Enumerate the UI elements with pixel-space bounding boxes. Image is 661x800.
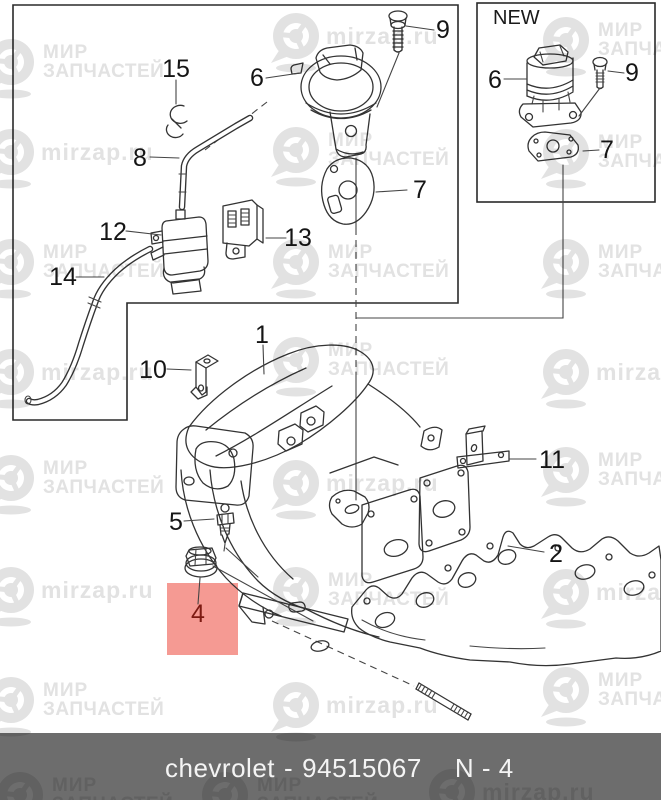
svg-text:МИР: МИР	[43, 42, 88, 63]
svg-text:ЗАПЧАСТЕЙ: ЗАПЧАСТЕЙ	[598, 38, 661, 60]
svg-text:ЗАПЧАСТЕЙ: ЗАПЧАСТЕЙ	[43, 260, 164, 282]
footer-sheet-number: N - 4	[454, 753, 514, 783]
svg-text:mirzap.ru: mirzap.ru	[41, 577, 154, 603]
svg-text:МИР: МИР	[598, 242, 643, 263]
part-15-clip	[165, 104, 188, 139]
svg-text:МИР: МИР	[598, 20, 643, 41]
svg-text:mirzap.ru: mirzap.ru	[41, 139, 154, 165]
svg-text:mirzap.ru: mirzap.ru	[41, 359, 154, 385]
callout-13: 13	[284, 224, 312, 252]
svg-text:МИР: МИР	[598, 670, 643, 691]
callout-1: 1	[255, 321, 269, 349]
svg-text:МИР: МИР	[598, 132, 643, 153]
svg-text:ЗАПЧАСТЕЙ: ЗАПЧАСТЕЙ	[43, 60, 164, 82]
callout-12: 12	[99, 218, 127, 246]
callout-14: 14	[49, 263, 77, 291]
new-gasket	[527, 131, 579, 162]
callout-9: 9	[436, 16, 450, 44]
part-10-bracket	[190, 354, 219, 400]
callout-2: 2	[549, 540, 563, 568]
svg-text:mirzap.ru: mirzap.ru	[596, 579, 661, 605]
svg-text:МИР: МИР	[43, 458, 88, 479]
svg-text:ЗАПЧАСТЕЙ: ЗАПЧАСТЕЙ	[598, 468, 661, 490]
part-7-egr-gasket	[320, 157, 375, 225]
footer-separator: -	[284, 753, 294, 783]
part-6-egr-valve	[290, 44, 382, 158]
part-2-manifold-gasket	[351, 530, 661, 667]
svg-text:МИР: МИР	[328, 570, 373, 591]
callout-new-6: 6	[488, 66, 502, 94]
callout-8: 8	[133, 144, 147, 172]
callout-5: 5	[169, 508, 183, 536]
part-5-sensor	[216, 503, 259, 578]
callout-6: 6	[250, 64, 264, 92]
svg-text:ЗАПЧАСТЕЙ: ЗАПЧАСТЕЙ	[328, 148, 449, 170]
svg-text:ЗАПЧАСТЕЙ: ЗАПЧАСТЕЙ	[328, 588, 449, 610]
main-frame-box	[12, 4, 459, 421]
svg-text:МИР: МИР	[598, 450, 643, 471]
callout-7: 7	[413, 176, 427, 204]
new-egr-valve	[518, 44, 582, 128]
part-1-intake-manifold	[175, 344, 471, 652]
svg-text:mirzap.ru: mirzap.ru	[326, 23, 439, 49]
part-14-vacuum-hose	[24, 245, 154, 406]
assembly-routing-lines	[204, 101, 564, 687]
new-frame-box	[476, 2, 656, 203]
new-box-title: NEW	[493, 7, 540, 29]
callout-4-highlighted: 4	[191, 600, 205, 628]
part-4-nut	[184, 546, 314, 622]
callout-15: 15	[162, 55, 190, 83]
part-11-bracket	[456, 425, 510, 469]
svg-text:mirzap.ru: mirzap.ru	[326, 470, 439, 496]
svg-text:ЗАПЧАСТЕЙ: ЗАПЧАСТЕЙ	[598, 260, 661, 282]
watermark-tiles: МИРЗАПЧАСТЕЙmirzap.ruМИРЗАПЧАСТЕЙmirzap.…	[0, 13, 661, 800]
part-9-bolt	[376, 10, 408, 108]
callout-11: 11	[539, 446, 565, 474]
highlight-box-part-4	[167, 583, 238, 655]
new-bolt	[578, 56, 608, 117]
footer-brand: chevrolet	[165, 753, 275, 783]
part-8-vacuum-pipe	[178, 114, 254, 211]
svg-text:mirzap.ru: mirzap.ru	[596, 359, 661, 385]
svg-text:ЗАПЧАСТЕЙ: ЗАПЧАСТЕЙ	[328, 260, 449, 282]
callout-10: 10	[139, 356, 167, 384]
svg-text:МИР: МИР	[328, 130, 373, 151]
part-12-egr-solenoid-valve	[150, 209, 209, 295]
svg-text:МИР: МИР	[43, 680, 88, 701]
svg-text:ЗАПЧАСТЕЙ: ЗАПЧАСТЕЙ	[598, 688, 661, 710]
svg-text:МИР: МИР	[328, 242, 373, 263]
svg-text:ЗАПЧАСТЕЙ: ЗАПЧАСТЕЙ	[43, 698, 164, 720]
svg-text:mirzap.ru: mirzap.ru	[326, 692, 439, 718]
footer-bar	[0, 733, 661, 800]
part-13-bracket	[222, 199, 264, 260]
svg-text:ЗАПЧАСТЕЙ: ЗАПЧАСТЕЙ	[43, 476, 164, 498]
footer-text: chevrolet - 94515067 N - 4	[165, 753, 523, 784]
svg-text:ЗАПЧАСТЕЙ: ЗАПЧАСТЕЙ	[598, 150, 661, 172]
callout-new-7: 7	[600, 136, 614, 164]
callout-leader-lines	[75, 25, 625, 605]
svg-text:ЗАПЧАСТЕЙ: ЗАПЧАСТЕЙ	[328, 358, 449, 380]
footer-part-number: 94515067	[302, 753, 422, 783]
callout-new-9: 9	[625, 59, 639, 87]
svg-text:МИР: МИР	[328, 340, 373, 361]
stud-bolt	[415, 682, 472, 721]
svg-text:МИР: МИР	[43, 242, 88, 263]
